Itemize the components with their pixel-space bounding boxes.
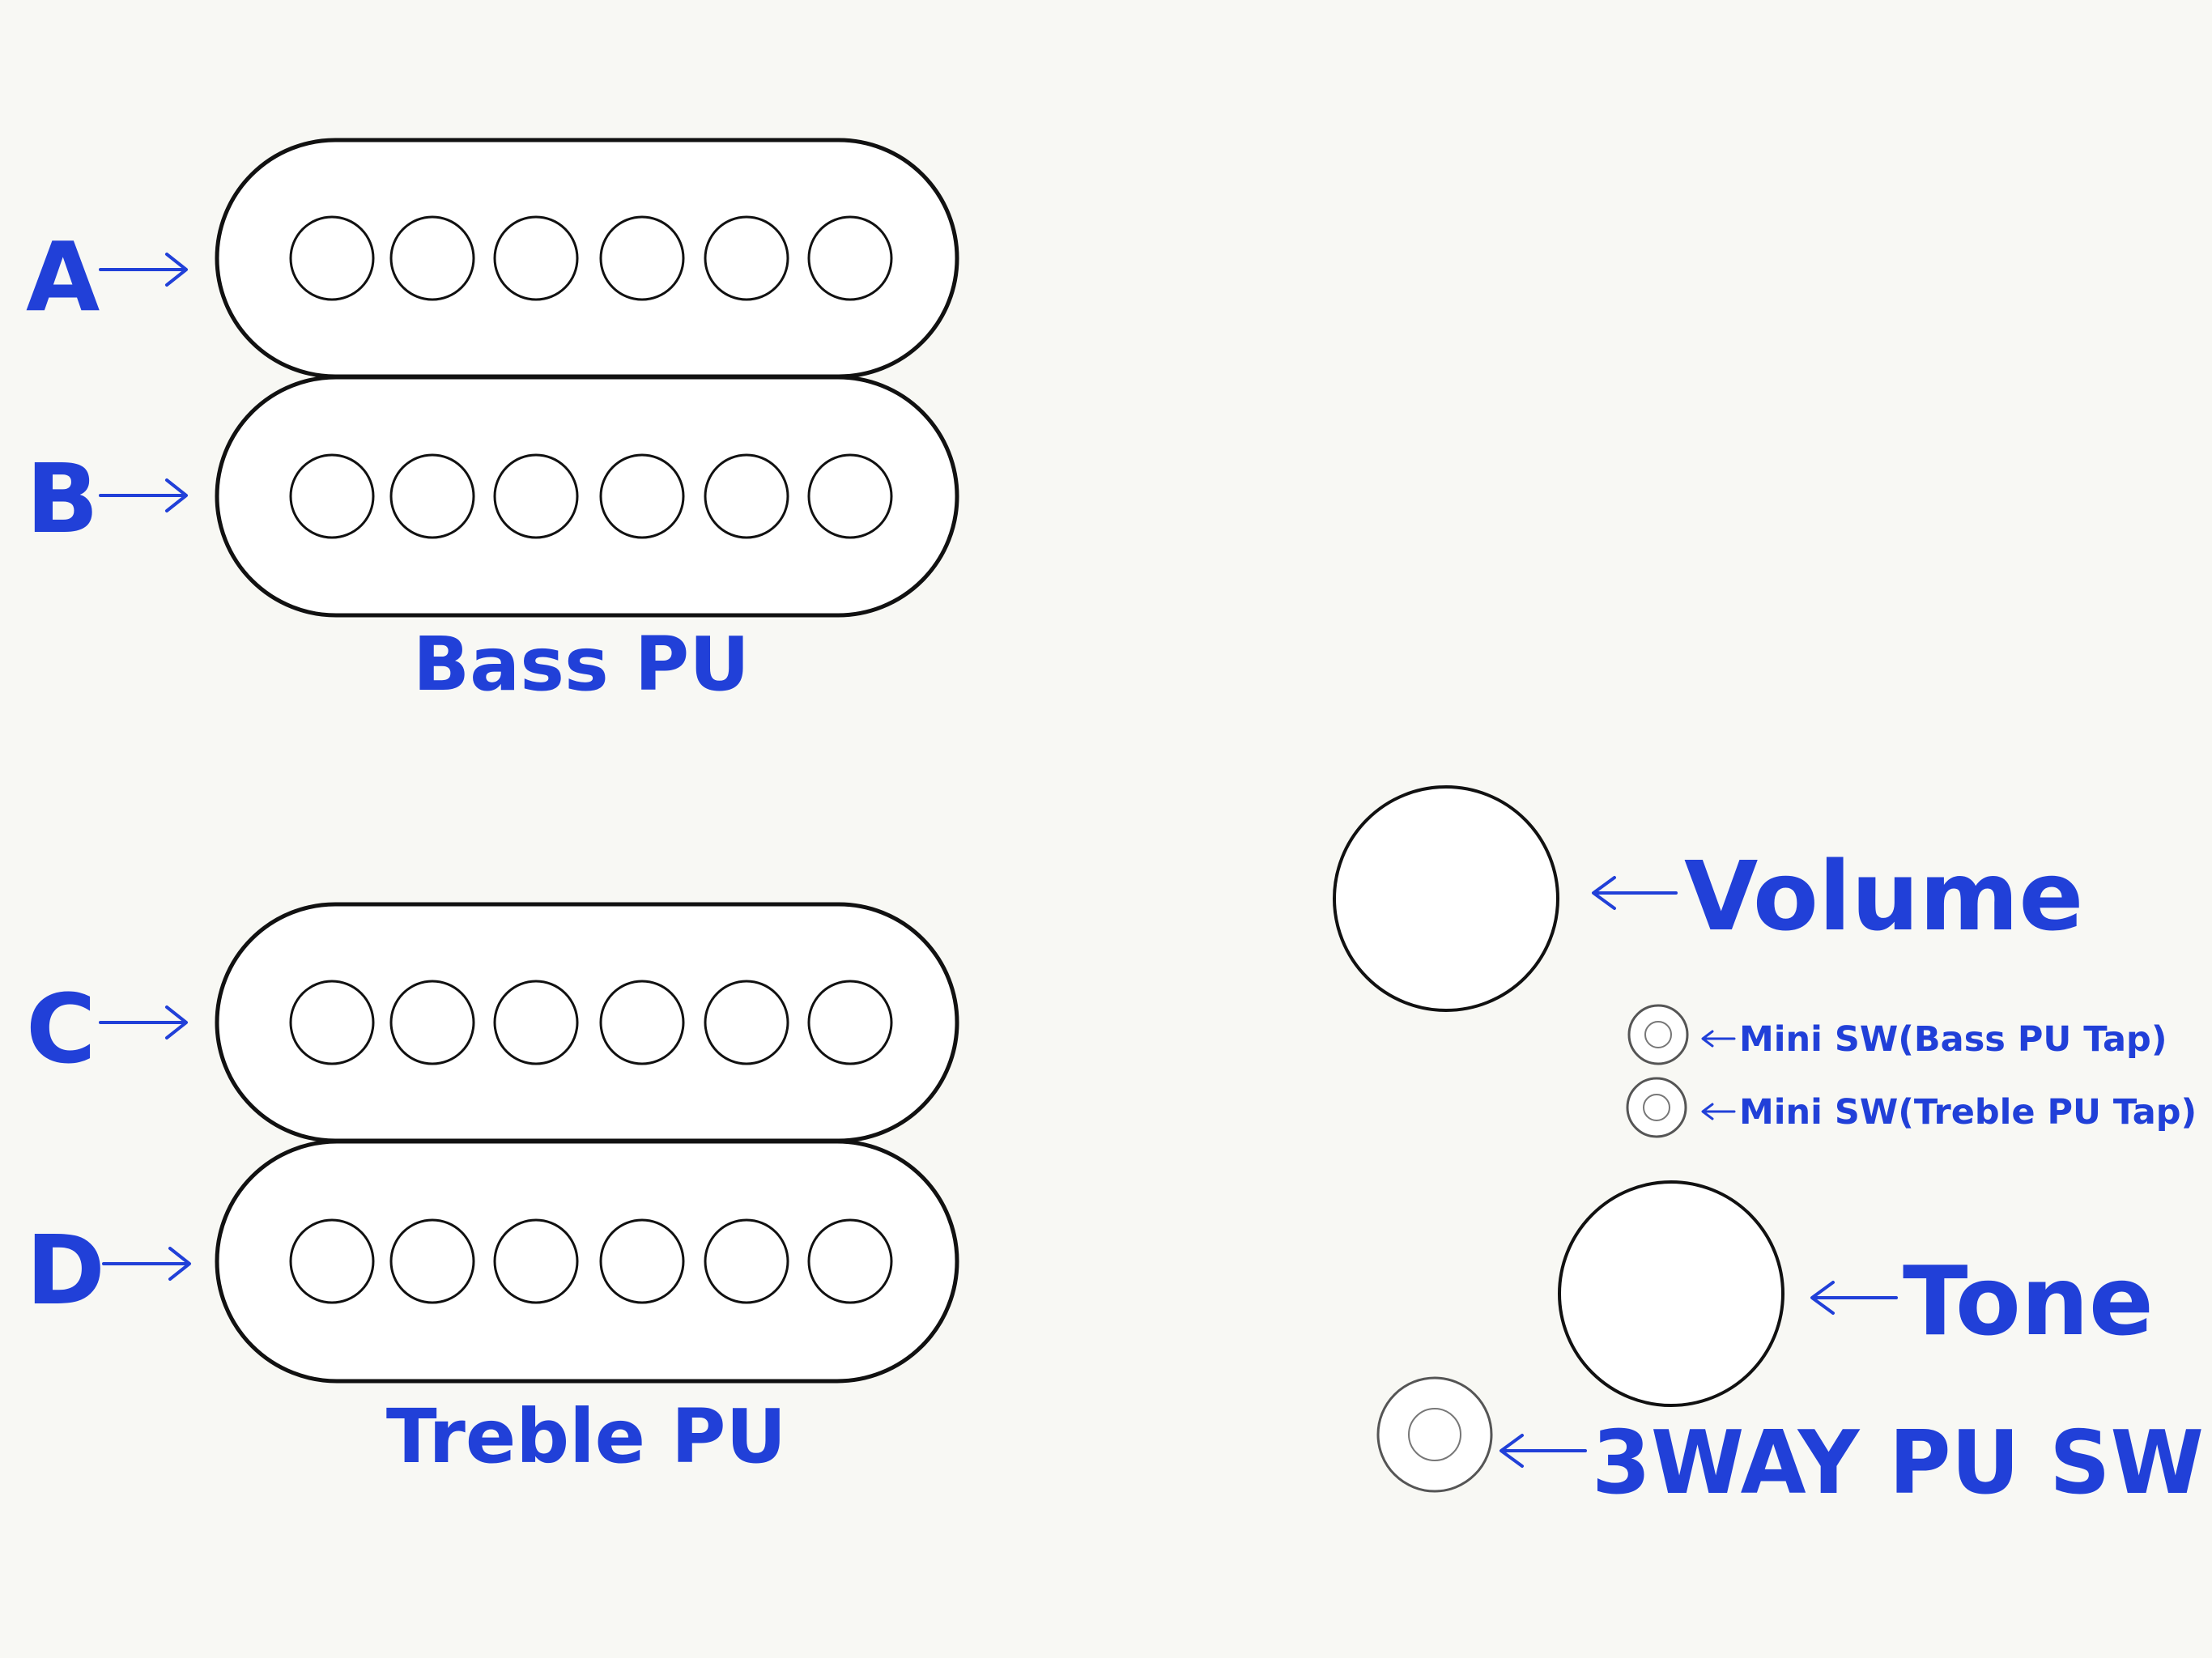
pole-piece — [599, 453, 685, 539]
pole-piece — [289, 453, 375, 539]
volume-control: Volume — [1333, 785, 2083, 1012]
coil-a-label: A — [26, 221, 100, 333]
coil-a-arrow-icon — [99, 253, 188, 287]
pole-piece — [289, 215, 375, 301]
mini-switch-treble-inner — [1643, 1094, 1670, 1121]
mini-switch-treble-tap: Mini SW(Treble PU Tap) — [1626, 1077, 2197, 1138]
coil-c-label: C — [26, 973, 96, 1085]
three-way-switch-inner — [1408, 1408, 1461, 1461]
treble-pu-label: Treble PU — [386, 1393, 786, 1480]
three-way-switch-arrow-icon — [1499, 1434, 1587, 1468]
coil-d — [215, 1139, 959, 1384]
coil-d-label: D — [26, 1214, 105, 1326]
coil-c-arrow-icon — [99, 1005, 188, 1039]
coil-d-pole-pieces — [289, 1218, 893, 1304]
pole-piece — [704, 215, 789, 301]
coil-d-callout: D — [26, 1214, 191, 1326]
mini-switch-bass-inner — [1644, 1021, 1672, 1048]
bass-pickup: Bass PU — [215, 138, 959, 708]
pole-piece — [389, 980, 475, 1065]
coil-c — [215, 902, 959, 1143]
volume-arrow-icon — [1592, 876, 1678, 910]
coil-b-label: B — [26, 443, 99, 555]
coil-b — [215, 375, 959, 618]
pole-piece — [389, 1218, 475, 1304]
mini-switch-treble-label: Mini SW(Treble PU Tap) — [1739, 1092, 2197, 1133]
pole-piece — [704, 1218, 789, 1304]
tone-arrow-icon — [1810, 1281, 1898, 1315]
bass-pu-label: Bass PU — [413, 621, 750, 708]
pole-piece — [599, 215, 685, 301]
pole-piece — [704, 453, 789, 539]
pole-piece — [807, 215, 893, 301]
pole-piece — [807, 453, 893, 539]
three-way-switch: 3WAY PU SW — [1376, 1376, 2204, 1514]
volume-knob — [1333, 785, 1559, 1012]
coil-d-arrow-icon — [102, 1247, 191, 1281]
pole-piece — [807, 1218, 893, 1304]
mini-switch-bass-arrow-icon — [1701, 1030, 1736, 1048]
pole-piece — [599, 1218, 685, 1304]
coil-c-pole-pieces — [289, 980, 893, 1065]
coil-b-pole-pieces — [289, 453, 893, 539]
pole-piece — [704, 980, 789, 1065]
pole-piece — [493, 453, 579, 539]
pole-piece — [289, 1218, 375, 1304]
coil-b-arrow-icon — [99, 478, 188, 512]
pole-piece — [599, 980, 685, 1065]
mini-switch-treble-arrow-icon — [1701, 1103, 1736, 1120]
treble-pickup: Treble PU — [215, 902, 959, 1480]
pole-piece — [493, 1218, 579, 1304]
three-way-switch-label: 3WAY PU SW — [1592, 1413, 2204, 1514]
coil-c-callout: C — [26, 973, 188, 1085]
mini-switch-bass-label: Mini SW(Bass PU Tap) — [1739, 1019, 2167, 1060]
coil-a-pole-pieces — [289, 215, 893, 301]
coil-a-callout: A — [26, 221, 188, 333]
tone-label: Tone — [1903, 1245, 2154, 1357]
pole-piece — [389, 453, 475, 539]
pole-piece — [493, 980, 579, 1065]
pole-piece — [493, 215, 579, 301]
coil-a — [215, 138, 959, 379]
mini-switch-bass-tap: Mini SW(Bass PU Tap) — [1627, 1004, 2167, 1065]
pole-piece — [807, 980, 893, 1065]
coil-b-callout: B — [26, 443, 188, 555]
pole-piece — [289, 980, 375, 1065]
volume-label: Volume — [1684, 840, 2083, 952]
tone-knob — [1558, 1180, 1784, 1407]
tone-control: Tone — [1558, 1180, 2154, 1407]
pole-piece — [389, 215, 475, 301]
